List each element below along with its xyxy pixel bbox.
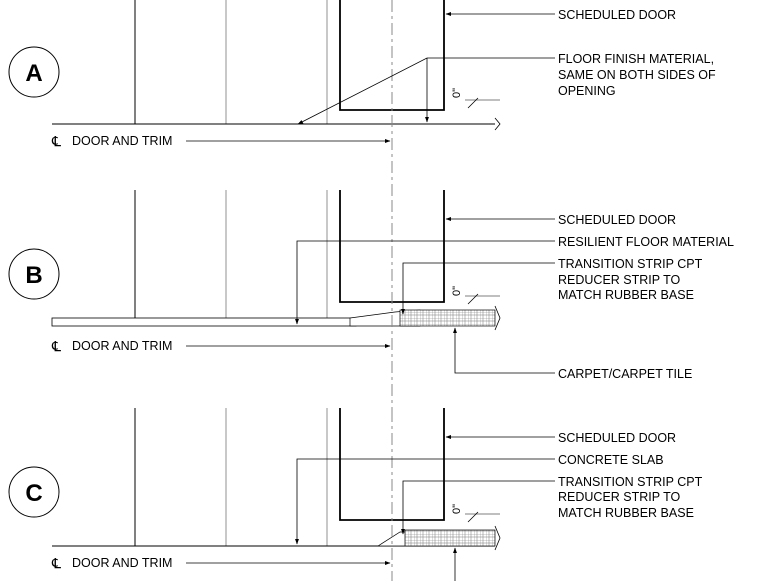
detail-c-label-scheduled-door: SCHEDULED DOOR [558,431,676,445]
detail-c: 0" C ℄ DOOR AND TRIM SCHEDULED DOOR CONC… [8,408,703,581]
detail-a-bubble-label: A [25,60,42,87]
detail-a-label-floor-finish-3: OPENING [558,84,616,98]
detail-b-label-transition-2: REDUCER STRIP TO [558,273,681,287]
detail-b-dimension: 0" [451,286,463,296]
detail-b-label-transition-1: TRANSITION STRIP CPT [558,257,703,271]
detail-c-label-transition-2: REDUCER STRIP TO [558,490,681,504]
detail-a-centerline-label: DOOR AND TRIM [72,134,172,148]
detail-b-label-resilient-floor: RESILIENT FLOOR MATERIAL [558,235,734,249]
detail-b-bubble-label: B [25,262,42,289]
detail-a-dimension: 0" [451,88,463,98]
detail-b: 0" B ℄ DOOR AND TRIM SCHEDULED DOOR RESI… [8,190,734,410]
detail-b-centerline-symbol: ℄ [51,338,61,354]
detail-a: 0" A ℄ DOOR AND TRIM SCHEDULED DOOR FLOO… [8,0,716,200]
detail-b-label-transition-3: MATCH RUBBER BASE [558,288,694,302]
detail-c-dimension: 0" [451,504,463,514]
detail-b-label-carpet: CARPET/CARPET TILE [558,367,692,381]
detail-c-bubble-label: C [25,480,42,507]
detail-c-label-transition-1: TRANSITION STRIP CPT [558,475,703,489]
detail-a-centerline-symbol: ℄ [51,133,61,149]
detail-a-label-scheduled-door: SCHEDULED DOOR [558,8,676,22]
detail-c-label-concrete-slab: CONCRETE SLAB [558,453,664,467]
detail-c-centerline-symbol: ℄ [51,555,61,571]
detail-b-label-scheduled-door: SCHEDULED DOOR [558,213,676,227]
detail-a-bubble [8,46,60,98]
detail-a-label-floor-finish-2: SAME ON BOTH SIDES OF [558,68,716,82]
detail-c-centerline-label: DOOR AND TRIM [72,556,172,570]
detail-b-bubble [8,248,60,300]
detail-a-label-floor-finish-1: FLOOR FINISH MATERIAL, [558,52,714,66]
detail-c-bubble [8,466,60,518]
detail-b-centerline-label: DOOR AND TRIM [72,339,172,353]
detail-c-label-transition-3: MATCH RUBBER BASE [558,506,694,520]
